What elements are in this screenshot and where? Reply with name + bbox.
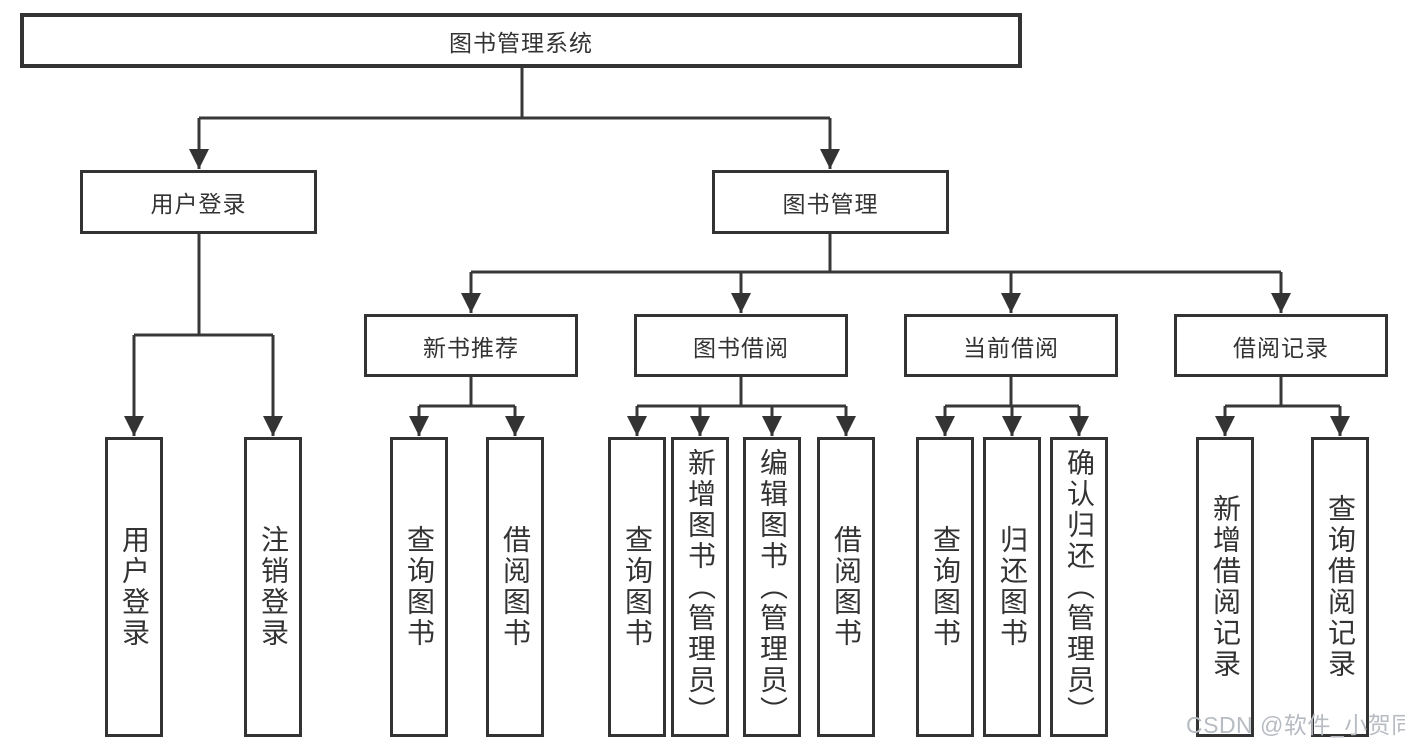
leaf-add-books-admin: 新增图书（管理员） [671,437,729,737]
leaf-user-login-label: 用户登录 [119,525,150,649]
leaf-borrow-books-2: 借阅图书 [817,437,875,737]
leaf-add-books-admin-label: 新增图书（管理员） [685,447,716,727]
node-system-root: 图书管理系统 [20,13,1022,68]
leaf-logout: 注销登录 [244,437,302,737]
node-current-borrowing: 当前借阅 [904,314,1118,377]
leaf-user-login: 用户登录 [105,437,163,737]
node-new-book-recommend-label: 新书推荐 [423,334,519,361]
leaf-query-borrow-record: 查询借阅记录 [1311,437,1369,737]
leaf-borrow-books-1: 借阅图书 [486,437,544,737]
leaf-query-books-3-label: 查询图书 [930,525,961,649]
leaf-confirm-return-admin: 确认归还（管理员） [1050,437,1108,737]
watermark-text: CSDN @软件_小贺同学 [1186,712,1405,738]
leaf-query-books-1: 查询图书 [390,437,448,737]
leaf-logout-label: 注销登录 [258,525,289,649]
node-current-borrowing-label: 当前借阅 [963,334,1059,361]
leaf-query-books-2: 查询图书 [608,437,666,737]
branch-rails [134,68,1340,408]
leaf-add-borrow-record-label: 新增借阅记录 [1210,494,1241,680]
leaf-edit-books-admin: 编辑图书（管理员） [743,437,801,737]
leaf-query-books-3: 查询图书 [916,437,974,737]
node-system-root-label: 图书管理系统 [449,29,593,56]
node-user-login-label: 用户登录 [150,191,247,217]
node-user-login: 用户登录 [80,170,317,234]
node-book-borrowing: 图书借阅 [634,314,848,377]
node-book-management: 图书管理 [712,170,949,234]
node-borrowing-records-label: 借阅记录 [1233,334,1329,361]
leaf-borrow-books-1-label: 借阅图书 [500,525,531,649]
node-new-book-recommend: 新书推荐 [364,314,578,377]
node-book-borrowing-label: 图书借阅 [693,334,789,361]
leaf-return-books-label: 归还图书 [997,525,1028,649]
node-borrowing-records: 借阅记录 [1174,314,1388,377]
leaf-add-borrow-record: 新增借阅记录 [1196,437,1254,737]
leaf-query-borrow-record-label: 查询借阅记录 [1325,494,1356,680]
leaf-confirm-return-admin-label: 确认归还（管理员） [1064,447,1095,727]
leaf-query-books-1-label: 查询图书 [404,525,435,649]
leaf-query-books-2-label: 查询图书 [622,525,653,649]
leaf-borrow-books-2-label: 借阅图书 [831,525,862,649]
leaf-edit-books-admin-label: 编辑图书（管理员） [757,447,788,727]
node-book-management-label: 图书管理 [782,191,879,217]
leaf-return-books: 归还图书 [983,437,1041,737]
